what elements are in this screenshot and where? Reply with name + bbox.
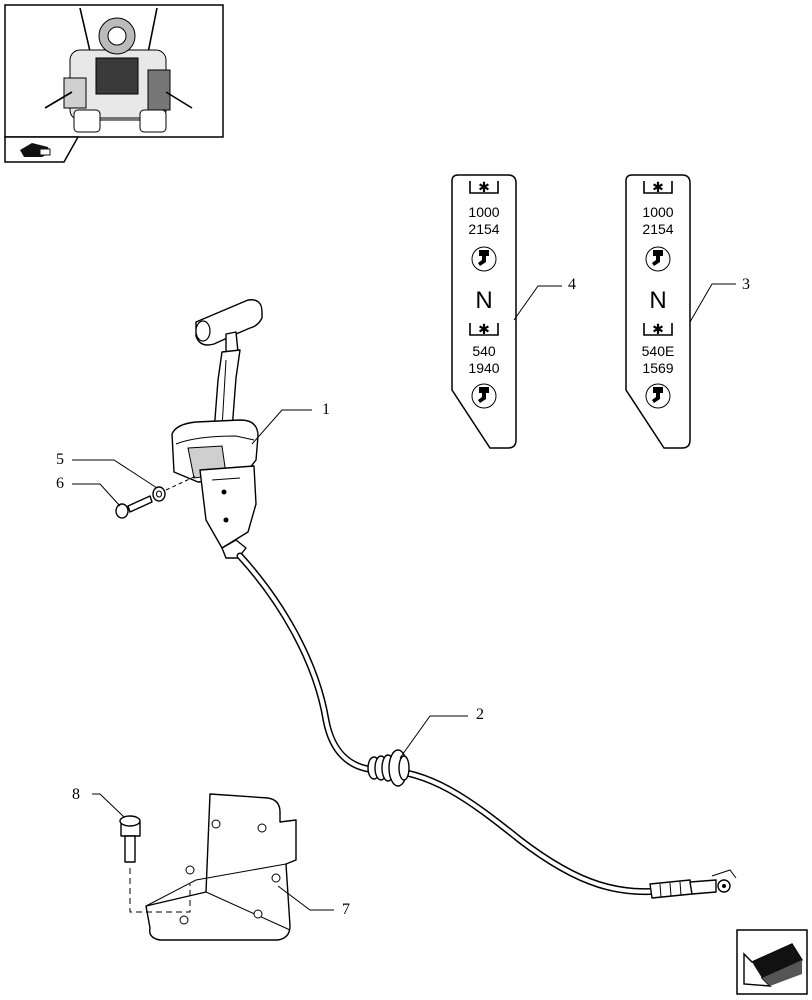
- decal-3-neutral: N: [649, 287, 666, 314]
- next-page-arrow-icon[interactable]: [736, 929, 808, 995]
- cable-end-fitting: [649, 869, 737, 899]
- pto-rotation-icon: ✱: [469, 321, 499, 337]
- svg-text:✱: ✱: [478, 321, 490, 337]
- cable-grommet: [367, 749, 410, 787]
- decal-3: ✱ 1000 2154 N ✱ 540E 1569: [625, 174, 691, 449]
- decal-3-top-speed: 1000: [642, 204, 673, 220]
- callout-3: 3: [742, 276, 750, 293]
- tractor-cab-thumbnail-image: [44, 7, 193, 133]
- decal-3-bottom-code: 1569: [642, 360, 673, 376]
- part-2-control-cable: [236, 552, 737, 899]
- pto-lever-icon: [645, 383, 671, 409]
- locator-thumbnail: [4, 4, 224, 163]
- pointing-hand-icon: [20, 143, 51, 157]
- pto-rotation-icon: ✱: [643, 179, 673, 195]
- decal-3-bottom-speed: 540E: [642, 343, 675, 359]
- decal-4-neutral: N: [475, 287, 492, 314]
- pto-rotation-icon: ✱: [469, 179, 499, 195]
- part-8-bolt: [119, 815, 141, 863]
- svg-text:✱: ✱: [652, 179, 664, 195]
- decal-4-bottom-code: 1940: [468, 360, 499, 376]
- svg-text:✱: ✱: [478, 179, 490, 195]
- decal-4-top-code: 2154: [468, 221, 499, 237]
- part-5-washer: [152, 486, 166, 502]
- decal-4-bottom-speed: 540: [472, 343, 496, 359]
- callout-1: 1: [322, 401, 330, 418]
- callout-6: 6: [56, 475, 64, 492]
- pto-lever-icon: [471, 383, 497, 409]
- pto-lever-icon: [471, 246, 497, 272]
- svg-text:✱: ✱: [652, 321, 664, 337]
- part-1-pto-control-lever: [171, 299, 263, 559]
- pto-lever-icon: [645, 246, 671, 272]
- decal-4: ✱ 1000 2154 N ✱ 540 1940: [451, 174, 517, 449]
- callout-8: 8: [72, 786, 80, 803]
- callout-4: 4: [568, 276, 576, 293]
- part-7-mounting-bracket: [145, 793, 297, 941]
- callout-5: 5: [56, 451, 64, 468]
- part-6-screw: [115, 495, 153, 519]
- leader-lines: [72, 283, 736, 911]
- pto-rotation-icon: ✱: [643, 321, 673, 337]
- callout-7: 7: [342, 901, 350, 918]
- decal-3-top-code: 2154: [642, 221, 673, 237]
- decal-4-top-speed: 1000: [468, 204, 499, 220]
- callout-2: 2: [476, 706, 484, 723]
